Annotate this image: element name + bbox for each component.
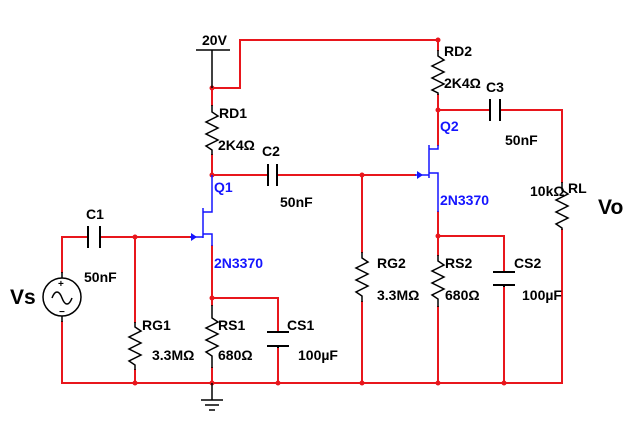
supply-label: 20V [202,32,228,48]
capacitor-c2 [267,164,278,186]
vo-label: Vo [598,196,623,219]
rg1-value: 3.3MΩ [152,347,194,363]
cs1-name: CS1 [287,317,314,333]
resistor-rs1 [204,305,220,368]
c2-value: 50nF [280,194,313,210]
c3-value: 50nF [505,132,538,148]
junction-nodes [132,37,507,386]
junction-node [209,295,215,301]
capacitor-cs2 [493,271,515,287]
q1-gate-arrow [191,233,197,241]
rl-value: 10kΩ [530,183,565,199]
junction-node [132,234,138,240]
q2-gate-arrow [417,171,423,179]
resistor-rl [554,182,570,230]
capacitor-cs1 [267,331,289,348]
c3-name: C3 [486,79,504,95]
q1-name: Q1 [214,179,233,195]
c2-name: C2 [262,143,280,159]
wires [61,39,563,384]
cs1-value: 100µF [298,347,338,363]
junction-node [132,380,138,386]
resistor-rd1 [204,105,220,155]
c1-value: 50nF [84,269,117,285]
rd1-value: 2K4Ω [218,137,255,153]
resistor-rs2 [430,255,446,307]
q2-model: 2N3370 [440,192,489,208]
rd2-name: RD2 [444,43,472,59]
vs-label: Vs [10,286,36,309]
rs1-name: RS1 [218,317,245,333]
junction-node [435,380,441,386]
rd1-name: RD1 [219,105,247,121]
rg2-value: 3.3MΩ [377,287,419,303]
junction-node [435,37,441,43]
junction-node [435,233,441,239]
rg1-name: RG1 [142,317,171,333]
q2-name: Q2 [440,118,459,134]
rs2-value: 680Ω [445,287,480,303]
rg2-name: RG2 [377,255,406,271]
resistor-rg1 [127,322,143,370]
cs2-name: CS2 [514,255,541,271]
capacitor-c3 [489,99,501,121]
ac-source-vs [42,272,82,322]
junction-node [435,107,441,113]
q1-model: 2N3370 [214,255,263,271]
junction-node [275,380,281,386]
capacitor-c1 [87,226,101,248]
supply-20v [196,49,230,88]
vs-plus-sign: + [58,279,64,290]
junction-node [359,380,365,386]
cs2-value: 100µF [522,287,562,303]
rl-name: RL [568,180,587,196]
junction-node [359,172,365,178]
resistor-rg2 [354,252,370,302]
c1-name: C1 [86,206,104,222]
rs1-value: 680Ω [218,347,253,363]
ground-symbol [201,383,223,411]
vs-minus-sign: − [59,307,65,318]
rd2-value: 2K4Ω [444,75,481,91]
transistor-q2 [415,145,439,212]
junction-node [501,380,507,386]
resistor-rd2 [430,50,446,95]
rs2-name: RS2 [445,255,472,271]
